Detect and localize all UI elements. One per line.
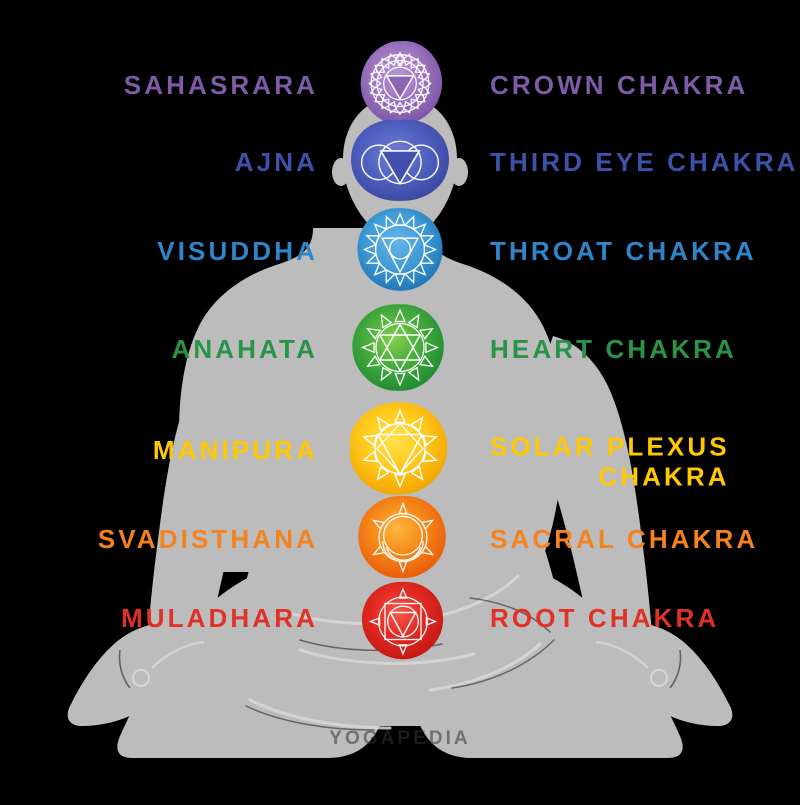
label-sanskrit-crown: SAHASRARA xyxy=(123,70,318,101)
chakra-symbol-solar-plexus[interactable] xyxy=(348,399,450,504)
chakra-symbol-sacral[interactable] xyxy=(357,492,449,589)
label-sanskrit-heart: ANAHATA xyxy=(171,334,318,365)
label-english-heart: HEART CHAKRA xyxy=(490,334,737,365)
label-english-crown: CROWN CHAKRA xyxy=(490,70,749,101)
label-english-solar-plexus-line1: SOLAR PLEXUS xyxy=(490,431,730,462)
label-sanskrit-throat: VISUDDHA xyxy=(157,236,318,267)
body-silhouette xyxy=(67,96,733,758)
label-sanskrit-third-eye: AJNA xyxy=(234,147,318,178)
chakra-symbol-heart[interactable] xyxy=(352,300,448,401)
chakra-symbol-root[interactable] xyxy=(358,577,448,672)
chakra-symbol-throat[interactable] xyxy=(353,203,447,302)
label-english-solar-plexus-line2: CHAKRA xyxy=(598,461,730,491)
label-english-sacral: SACRAL CHAKRA xyxy=(490,524,759,555)
label-english-third-eye: THIRD EYE CHAKRA xyxy=(490,147,799,178)
chakra-symbol-third-eye[interactable] xyxy=(350,113,450,214)
label-english-root: ROOT CHAKRA xyxy=(490,603,720,634)
label-english-throat: THROAT CHAKRA xyxy=(490,236,757,267)
watermark-text: YOGAPEDIA xyxy=(329,728,471,749)
label-sanskrit-root: MULADHARA xyxy=(120,603,318,634)
label-sanskrit-solar-plexus: MANIPURA xyxy=(152,435,318,466)
label-english-solar-plexus: SOLAR PLEXUS CHAKRA xyxy=(490,432,730,491)
label-sanskrit-sacral: SVADISTHANA xyxy=(97,524,318,555)
chakra-symbol-crown[interactable] xyxy=(352,36,448,137)
